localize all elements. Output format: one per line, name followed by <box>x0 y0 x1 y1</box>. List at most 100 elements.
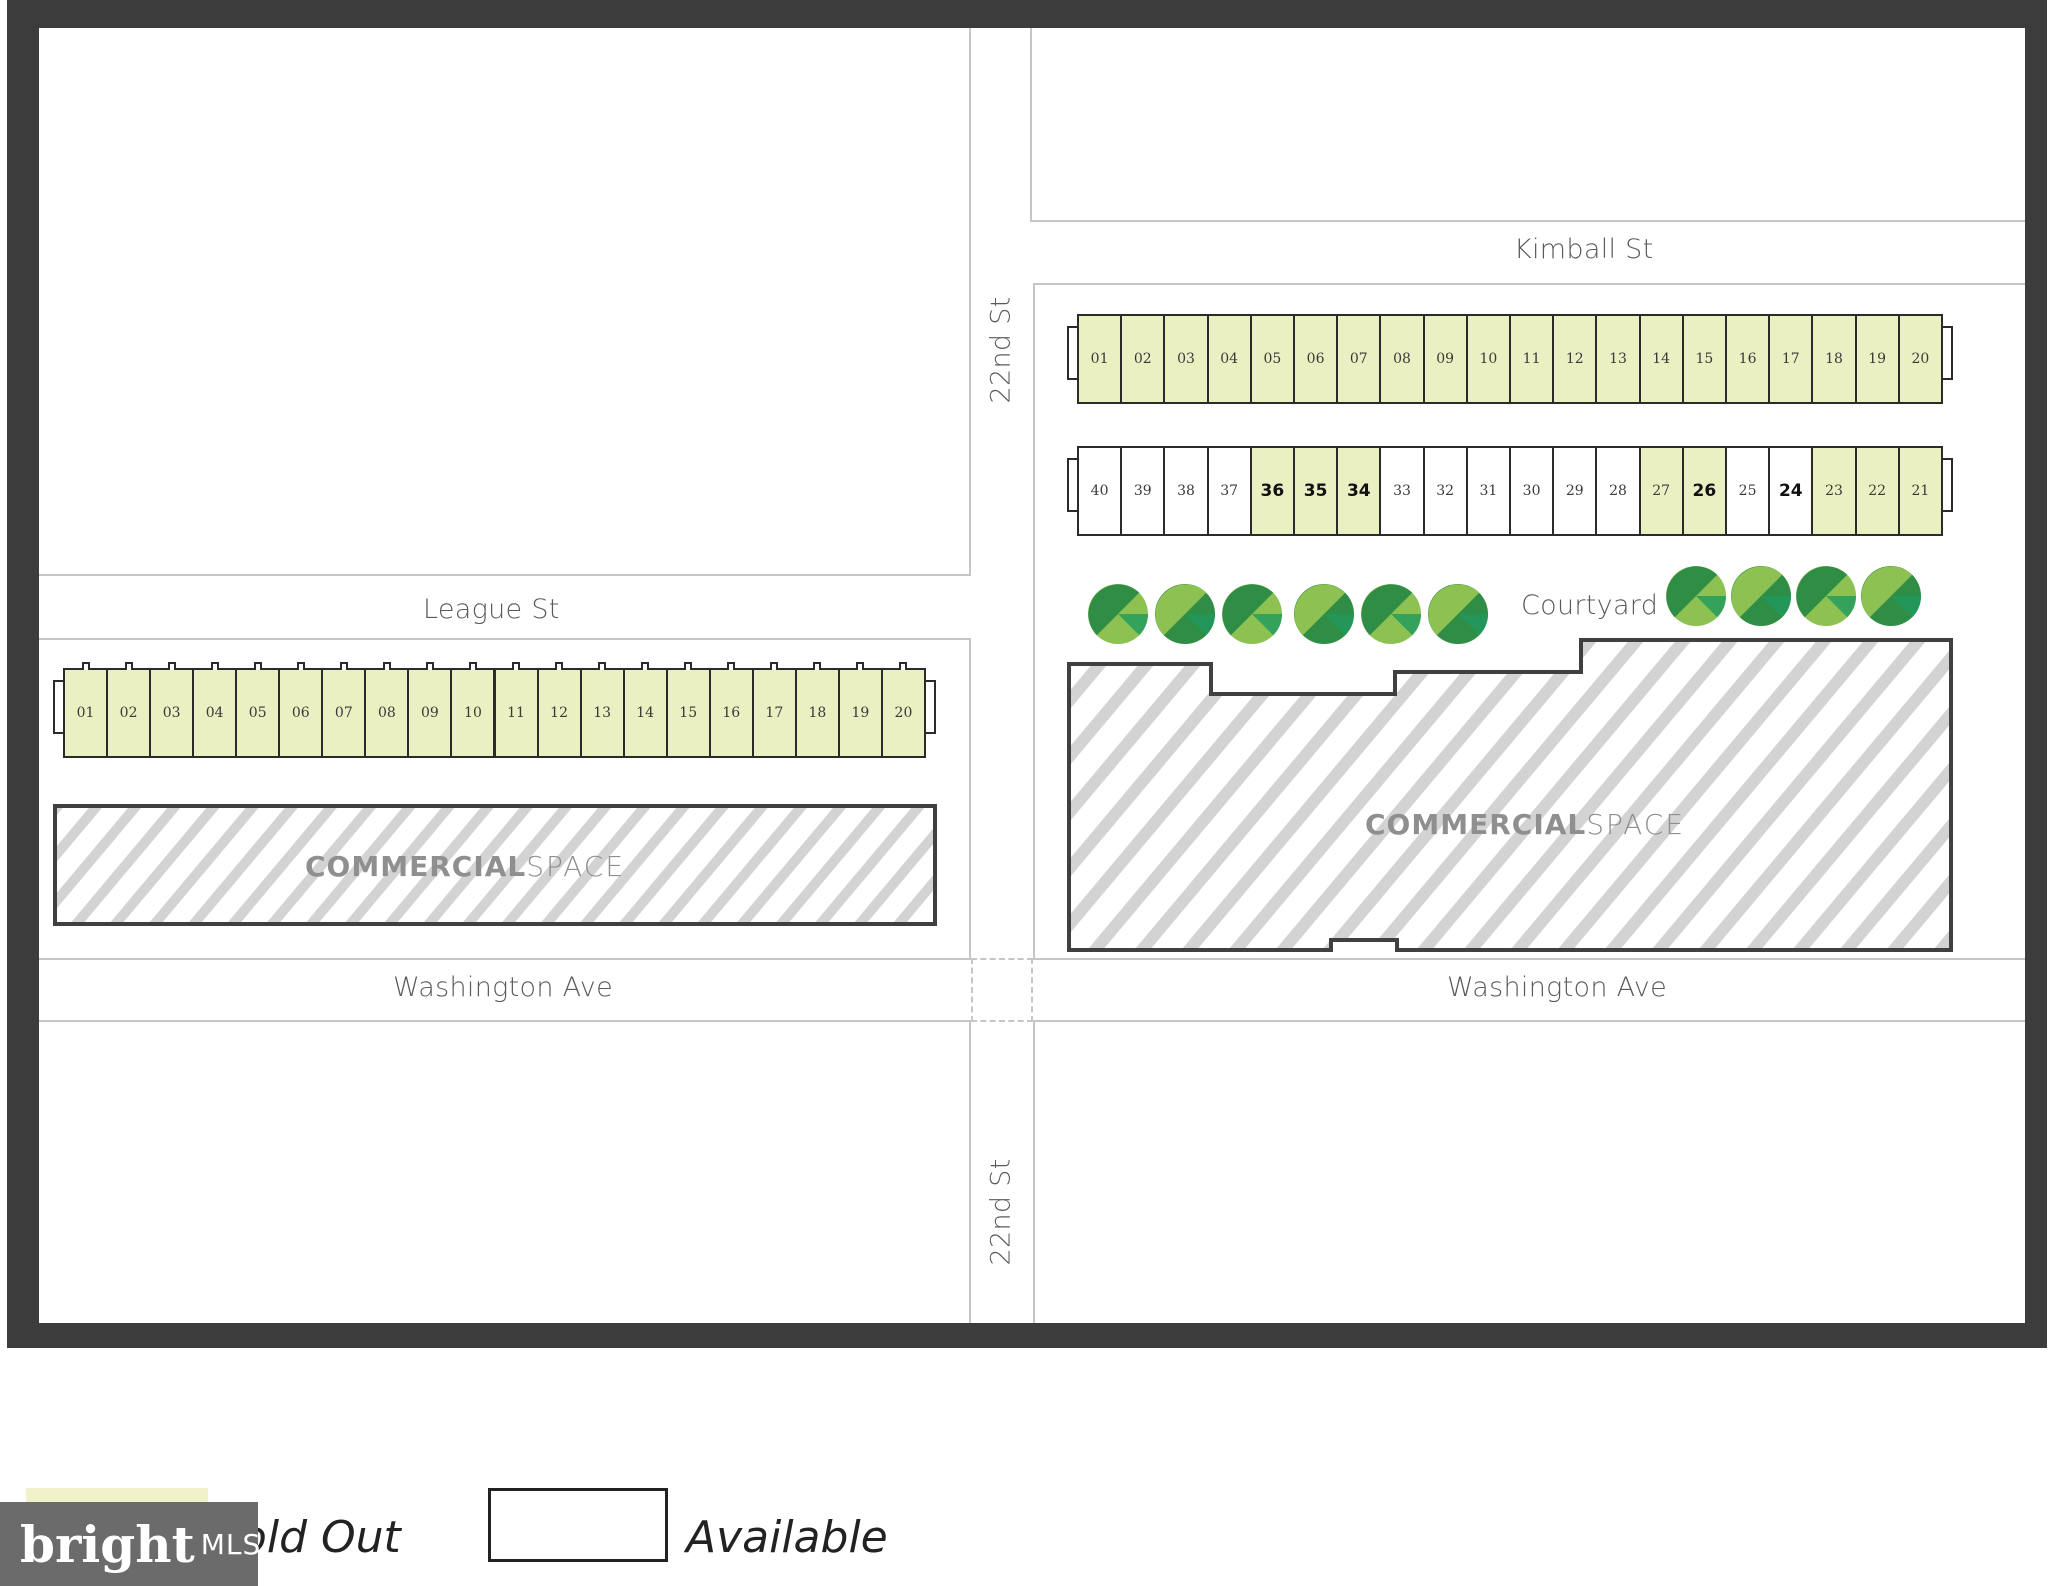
block-top-right-border-left <box>1030 28 1032 222</box>
unit-11[interactable]: 11 <box>1509 314 1555 404</box>
unit-31[interactable]: 31 <box>1465 446 1511 536</box>
unit-07[interactable]: 07 <box>1336 314 1382 404</box>
unit-22[interactable]: 22 <box>1854 446 1900 536</box>
watermark-brand: bright <box>20 1514 195 1574</box>
unit-entry-tab <box>124 662 133 670</box>
tree-icon <box>1361 584 1421 644</box>
bright-mls-watermark: bright MLS <box>0 1502 260 1586</box>
unit-20[interactable]: 20 <box>880 662 926 758</box>
unit-40[interactable]: 40 <box>1077 446 1123 536</box>
unit-04[interactable]: 04 <box>1206 314 1252 404</box>
courtyard-label: Courtyard <box>1521 590 1659 621</box>
unit-03[interactable]: 03 <box>149 662 195 758</box>
unit-05[interactable]: 05 <box>1249 314 1295 404</box>
unit-10[interactable]: 10 <box>1465 314 1511 404</box>
commercial-left-bold: COMMERCIAL <box>305 850 527 883</box>
unit-17[interactable]: 17 <box>751 662 797 758</box>
unit-38[interactable]: 38 <box>1163 446 1209 536</box>
unit-24[interactable]: 24 <box>1768 446 1814 536</box>
commercial-space-right <box>1067 638 1953 952</box>
unit-entry-tab <box>425 662 434 670</box>
unit-entry-tab <box>813 662 822 670</box>
watermark-suffix: MLS <box>200 1527 262 1561</box>
unit-07[interactable]: 07 <box>321 662 367 758</box>
unit-13[interactable]: 13 <box>579 662 625 758</box>
unit-35[interactable]: 35 <box>1293 446 1339 536</box>
site-plan: Kimball St League St Washington Ave Wash… <box>39 28 2025 1323</box>
unit-19[interactable]: 19 <box>837 662 883 758</box>
unit-entry-tab <box>81 662 90 670</box>
unit-06[interactable]: 06 <box>278 662 324 758</box>
tree-icon <box>1731 566 1791 626</box>
unit-14[interactable]: 14 <box>1638 314 1684 404</box>
unit-10[interactable]: 10 <box>450 662 496 758</box>
block-bottom-left-border-right <box>969 1020 971 1323</box>
unit-39[interactable]: 39 <box>1120 446 1166 536</box>
unit-01[interactable]: 01 <box>1077 314 1123 404</box>
tree-icon <box>1796 566 1856 626</box>
unit-30[interactable]: 30 <box>1509 446 1555 536</box>
unit-08[interactable]: 08 <box>364 662 410 758</box>
unit-05[interactable]: 05 <box>235 662 281 758</box>
unit-13[interactable]: 13 <box>1595 314 1641 404</box>
unit-28[interactable]: 28 <box>1595 446 1641 536</box>
unit-15[interactable]: 15 <box>665 662 711 758</box>
crosswalk <box>971 958 1033 1022</box>
unit-37[interactable]: 37 <box>1206 446 1252 536</box>
unit-18[interactable]: 18 <box>1811 314 1857 404</box>
unit-25[interactable]: 25 <box>1725 446 1771 536</box>
unit-19[interactable]: 19 <box>1854 314 1900 404</box>
unit-18[interactable]: 18 <box>794 662 840 758</box>
unit-12[interactable]: 12 <box>1552 314 1598 404</box>
commercial-right-bold: COMMERCIAL <box>1365 808 1587 841</box>
washington-ave-line-bottom-right <box>1033 1020 2025 1022</box>
block-top-right-border-bottom <box>1030 220 2025 222</box>
unit-entry-tab <box>382 662 391 670</box>
unit-16[interactable]: 16 <box>1725 314 1771 404</box>
unit-15[interactable]: 15 <box>1681 314 1727 404</box>
unit-27[interactable]: 27 <box>1638 446 1684 536</box>
unit-entry-tab <box>899 662 908 670</box>
unit-36[interactable]: 36 <box>1249 446 1295 536</box>
unit-20[interactable]: 20 <box>1897 314 1943 404</box>
commercial-space-left <box>53 804 937 926</box>
unit-09[interactable]: 09 <box>1422 314 1468 404</box>
unit-11[interactable]: 11 <box>493 662 539 758</box>
unit-entry-tab <box>770 662 779 670</box>
unit-32[interactable]: 32 <box>1422 446 1468 536</box>
unit-21[interactable]: 21 <box>1897 446 1943 536</box>
kimball-st-label: Kimball St <box>1514 234 1654 265</box>
unit-01[interactable]: 01 <box>63 662 109 758</box>
unit-23[interactable]: 23 <box>1811 446 1857 536</box>
unit-26[interactable]: 26 <box>1681 446 1727 536</box>
unit-29[interactable]: 29 <box>1552 446 1598 536</box>
unit-08[interactable]: 08 <box>1379 314 1425 404</box>
unit-34[interactable]: 34 <box>1336 446 1382 536</box>
unit-16[interactable]: 16 <box>708 662 754 758</box>
block-left-border-top <box>39 638 971 640</box>
unit-02[interactable]: 02 <box>1120 314 1166 404</box>
commercial-left-light: SPACE <box>526 850 626 883</box>
unit-entry-tab <box>210 662 219 670</box>
block-left-border-right <box>969 638 971 960</box>
unit-02[interactable]: 02 <box>106 662 152 758</box>
unit-04[interactable]: 04 <box>192 662 238 758</box>
unit-17[interactable]: 17 <box>1768 314 1814 404</box>
legend-available-swatch <box>488 1488 668 1562</box>
commercial-right-light: SPACE <box>1586 808 1686 841</box>
unit-06[interactable]: 06 <box>1293 314 1339 404</box>
tree-icon <box>1088 584 1148 644</box>
unit-33[interactable]: 33 <box>1379 446 1425 536</box>
block-right-border-top <box>1033 283 2025 285</box>
block-top-left-border-bottom <box>39 574 971 576</box>
tree-icon <box>1294 584 1354 644</box>
unit-14[interactable]: 14 <box>622 662 668 758</box>
unit-entry-tab <box>727 662 736 670</box>
unit-09[interactable]: 09 <box>407 662 453 758</box>
unit-12[interactable]: 12 <box>536 662 582 758</box>
unit-03[interactable]: 03 <box>1163 314 1209 404</box>
unit-entry-tab <box>641 662 650 670</box>
